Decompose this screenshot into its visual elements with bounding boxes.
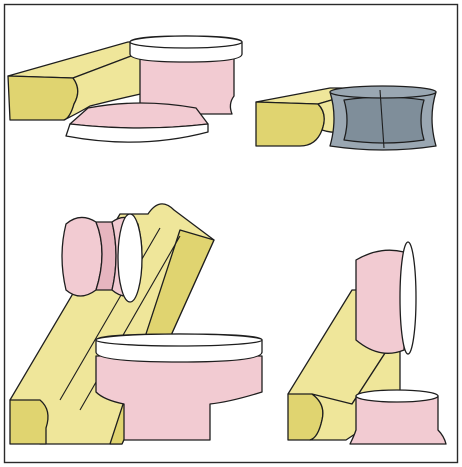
- profile-cutter-groove: [343, 96, 425, 144]
- panel-top-left: [7, 35, 243, 143]
- large-flat-wheel-body: [95, 355, 263, 441]
- panel-bottom-right: [287, 241, 447, 445]
- grooved-wheel-face: [117, 213, 143, 303]
- large-flat-wheel-top: [95, 333, 263, 347]
- grooved-wheel-body: [61, 216, 103, 297]
- flat-wheel-upper-body: [139, 53, 235, 115]
- moulding-front-face: [255, 101, 325, 147]
- cup-wheel-upper-face: [399, 241, 417, 355]
- flat-wheel-upper-top: [129, 35, 243, 49]
- cup-wheel-upper-body: [355, 249, 405, 354]
- moulding-front-face: [7, 75, 79, 121]
- moulding-fillet-line: [59, 227, 161, 401]
- flat-wheel-lower-rim: [65, 123, 209, 143]
- flat-wheel-lower-body: [69, 102, 209, 129]
- profile-cutter-top: [329, 85, 437, 99]
- panel-top-right: [255, 85, 437, 151]
- panel-bottom-left: [9, 203, 263, 445]
- diagonal-moulding-end: [9, 399, 49, 445]
- cup-wheel-lower-body: [349, 395, 447, 445]
- cup-wheel-lower-top: [355, 389, 439, 403]
- profile-cutter-slot: [379, 89, 385, 149]
- figure-frame: [3, 3, 459, 464]
